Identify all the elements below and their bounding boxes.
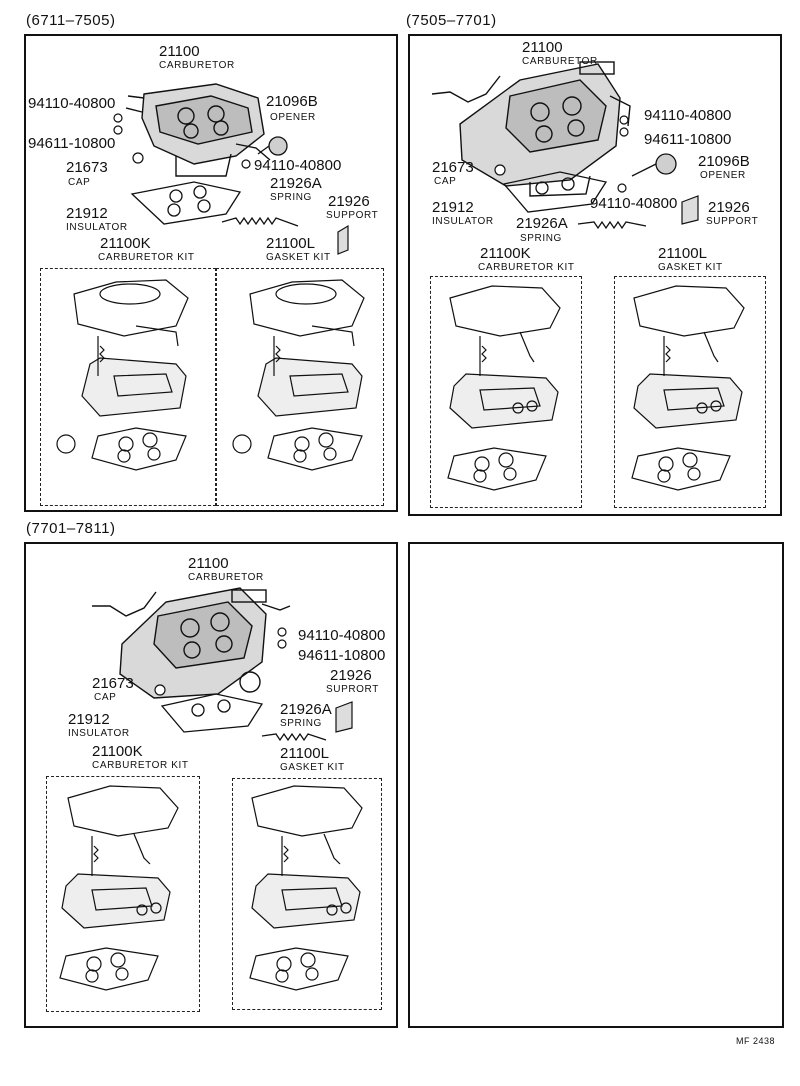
s2-spring-name: SPRING (520, 233, 562, 244)
s2-insulator-name: INSULATOR (432, 216, 494, 227)
s2-carburetor-name: CARBURETOR (522, 56, 598, 67)
section-2-kit-drawing (447, 285, 745, 491)
s1-bolt-lower-code: 94110-40800 (254, 157, 342, 174)
s2-carb-kit-code: 21100K (480, 245, 531, 262)
s1-spring-name: SPRING (270, 192, 312, 203)
section-2-range: (7505–7701) (406, 12, 497, 29)
section-3-range: (7701–7811) (26, 520, 116, 537)
s1-cap-code: 21673 (66, 159, 108, 176)
s2-bolt-lower-code: 94110-40800 (590, 195, 678, 212)
s3-cap-name: CAP (94, 692, 117, 703)
s3-spring-code: 21926A (280, 701, 332, 718)
s1-opener-code: 21096B (266, 93, 318, 110)
section-4-empty-panel (408, 542, 784, 1028)
section-1-carburetor-drawing (113, 83, 349, 255)
s2-carburetor-code: 21100 (522, 39, 563, 56)
s2-gasket-kit-box (614, 276, 766, 508)
s3-gasket-kit-box (232, 778, 382, 1010)
s1-gasket-kit-box (216, 268, 384, 506)
s2-carburetor-kit-box (430, 276, 582, 508)
s2-gasket-kit-code: 21100L (658, 245, 707, 262)
s3-support-name: SUPRORT (326, 684, 379, 695)
s2-opener-code: 21096B (698, 153, 750, 170)
section-1-range: (6711–7505) (26, 12, 116, 29)
section-3-panel: 21100 CARBURETOR 94110-40800 94611-10800… (24, 542, 398, 1028)
s1-support-name: SUPPORT (326, 210, 379, 221)
s1-support-code: 21926 (328, 193, 370, 210)
s3-gasket-kit-code: 21100L (280, 745, 329, 762)
s1-insulator-code: 21912 (66, 205, 108, 222)
section-1-kit-drawing (56, 279, 365, 471)
s3-gasket-kit-name: GASKET KIT (280, 762, 345, 773)
s1-cap-name: CAP (68, 177, 91, 188)
s3-carb-kit-code: 21100K (92, 743, 143, 760)
s3-carburetor-name: CARBURETOR (188, 572, 264, 583)
s3-carb-kit-name: CARBURETOR KIT (92, 760, 189, 771)
s2-spring-code: 21926A (516, 215, 568, 232)
section-1-panel: 21100 CARBURETOR 94110-40800 94611-10800… (24, 34, 398, 512)
s2-opener-name: OPENER (700, 170, 746, 181)
s3-spring-name: SPRING (280, 718, 322, 729)
s1-carb-kit-code: 21100K (100, 235, 151, 252)
s3-washer-code: 94611-10800 (298, 647, 386, 664)
s1-gasket-kit-code: 21100L (266, 235, 315, 252)
s1-spring-code: 21926A (270, 175, 322, 192)
s1-carburetor-name: CARBURETOR (159, 60, 235, 71)
s3-carburetor-kit-box (46, 776, 200, 1012)
figure-reference: MF 2438 (736, 1036, 776, 1046)
section-3-carburetor-drawing (92, 587, 353, 742)
s2-insulator-code: 21912 (432, 199, 474, 216)
s1-washer-code: 94611-10800 (28, 135, 116, 152)
s2-cap-name: CAP (434, 176, 457, 187)
s1-carb-kit-name: CARBURETOR KIT (98, 252, 195, 263)
s2-carb-kit-name: CARBURETOR KIT (478, 262, 575, 273)
s2-cap-code: 21673 (432, 159, 474, 176)
section-2-carburetor-drawing (431, 61, 699, 230)
s3-support-code: 21926 (330, 667, 372, 684)
s1-bolt-upper-code: 94110-40800 (28, 95, 116, 112)
s1-insulator-name: INSULATOR (66, 222, 128, 233)
s3-insulator-name: INSULATOR (68, 728, 130, 739)
s3-carburetor-code: 21100 (188, 555, 229, 572)
section-2-panel: 21100 CARBURETOR 94110-40800 94611-10800… (408, 34, 782, 516)
section-3-kit-drawing (59, 785, 363, 991)
s1-carburetor-code: 21100 (159, 43, 200, 60)
s2-bolt-upper-code: 94110-40800 (644, 107, 732, 124)
s1-gasket-kit-name: GASKET KIT (266, 252, 331, 263)
s3-bolt-upper-code: 94110-40800 (298, 627, 386, 644)
s2-gasket-kit-name: GASKET KIT (658, 262, 723, 273)
s2-support-code: 21926 (708, 199, 750, 216)
s1-carburetor-kit-box (40, 268, 216, 506)
s3-cap-code: 21673 (92, 675, 134, 692)
s3-insulator-code: 21912 (68, 711, 110, 728)
s2-support-name: SUPPORT (706, 216, 759, 227)
s2-washer-code: 94611-10800 (644, 131, 732, 148)
s1-opener-name: OPENER (270, 112, 316, 123)
